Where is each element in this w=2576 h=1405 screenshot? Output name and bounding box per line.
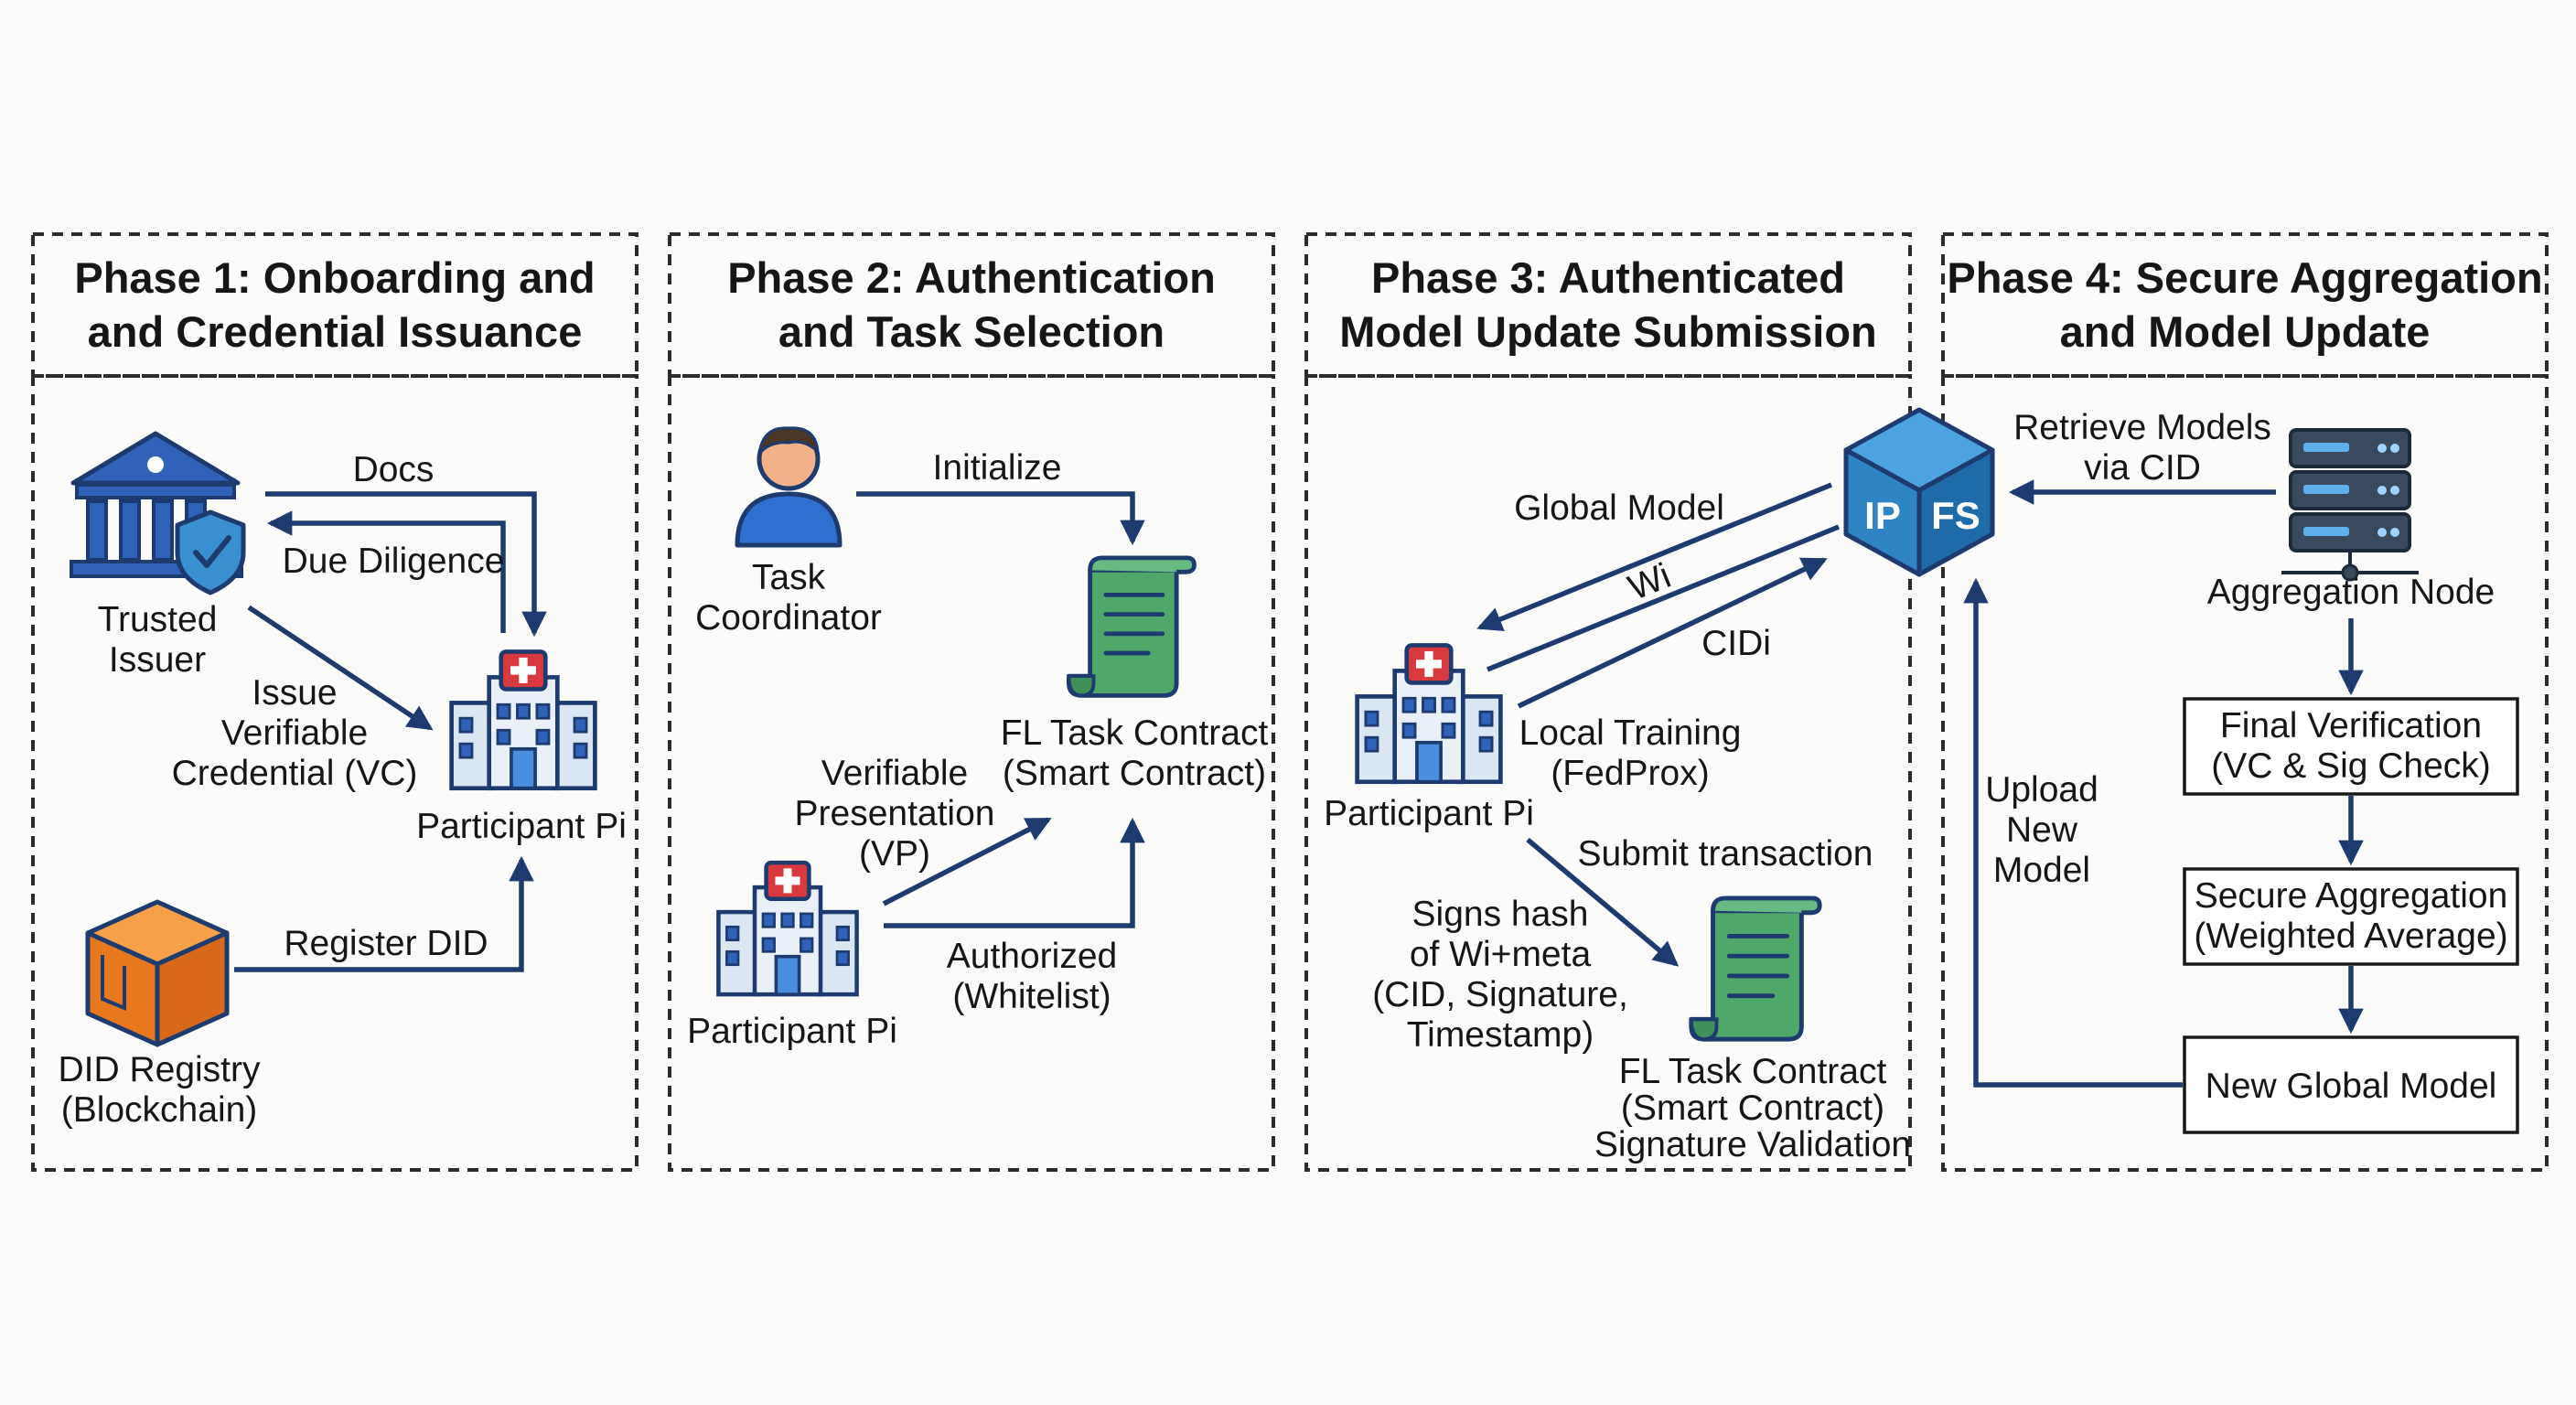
wi-line [1486, 524, 1841, 672]
phase-3-title-line1: Phase 3: Authenticated [1371, 253, 1845, 302]
phase2-contract-label-line2: (Smart Contract) [1003, 754, 1266, 793]
issue-vc-label-line1: Issue [252, 673, 337, 713]
did-registry-label-line1: DID Registry [58, 1050, 261, 1089]
vp-label-line2: Presentation [795, 794, 995, 833]
secure-aggregation-box [2183, 867, 2519, 966]
final-verification-label-line2: (VC & Sig Check) [2211, 746, 2491, 786]
phase-1-title-line1: Phase 1: Onboarding and [74, 253, 595, 302]
global-model-arrow [1476, 482, 1833, 631]
due-diligence-arrow [266, 510, 506, 633]
phase-4-panel: Phase 4: Secure Aggregation and Model Up… [1941, 232, 2549, 1172]
cidi-arrow [1517, 557, 1828, 709]
fl-task-contract-scroll-icon [1068, 558, 1194, 695]
local-training-label-line2: (FedProx) [1551, 754, 1709, 793]
phase-2-panel: Phase 2: Authentication and Task Selecti… [668, 232, 1275, 1172]
phase-1-title-line2: and Credential Issuance [88, 307, 583, 356]
authorized-label-line2: (Whitelist) [952, 977, 1111, 1016]
trusted-issuer-label-line2: Issuer [109, 640, 206, 680]
phase2-contract-label-line1: FL Task Contract [1001, 713, 1269, 753]
final-verification-box [2183, 697, 2519, 796]
vp-label-line3: (VP) [859, 834, 930, 874]
participant-hospital-icon [452, 651, 596, 788]
docs-label: Docs [353, 450, 435, 489]
upload-label-line3: Model [1993, 851, 2090, 890]
phase-4-title-line2: and Model Update [2060, 307, 2431, 356]
due-diligence-label: Due Diligence [283, 542, 505, 581]
phase-2-title-line2: and Task Selection [778, 307, 1165, 356]
vp-label-line1: Verifiable [821, 754, 968, 793]
issue-vc-label-line3: Credential (VC) [172, 754, 418, 793]
phase3-contract-label-line3: Signature Validation [1594, 1125, 1911, 1164]
aggregation-node-server-icon [2281, 428, 2419, 582]
register-did-arrow [234, 855, 534, 972]
task-coordinator-icon [735, 426, 843, 548]
phase2-participant-label: Participant Pi [687, 1012, 897, 1051]
participant-hospital-icon [1358, 645, 1501, 781]
fl-task-contract-scroll-icon [1691, 898, 1819, 1039]
authorized-arrow [884, 817, 1145, 928]
signs-hash-label-line3: (CID, Signature, [1372, 975, 1628, 1014]
signs-hash-label-line2: of Wi+meta [1410, 935, 1592, 974]
secure-aggregation-label-line2: (Weighted Average) [2194, 917, 2507, 956]
phase1-participant-label: Participant Pi [416, 807, 627, 846]
phase-2-title-line1: Phase 2: Authentication [727, 253, 1216, 302]
phase3-participant-label: Participant Pi [1324, 794, 1534, 833]
final-verification-label-line1: Final Verification [2220, 706, 2482, 745]
did-registry-icon [85, 899, 230, 1047]
issue-vc-arrow [247, 605, 434, 731]
vp-arrow [882, 817, 1052, 906]
global-model-label: Global Model [1514, 488, 1724, 528]
trusted-issuer-icon [70, 431, 246, 595]
phase3-contract-label-line1: FL Task Contract [1619, 1052, 1887, 1091]
initialize-label: Initialize [933, 448, 1062, 488]
participant-hospital-icon [718, 863, 856, 994]
phase-4-title-line1: Phase 4: Secure Aggregation [1947, 253, 2542, 302]
submit-transaction-label: Submit transaction [1578, 834, 1873, 874]
retrieve-models-label-line2: via CID [2084, 448, 2201, 488]
cidi-label: CIDi [1701, 624, 1771, 663]
local-training-label-line1: Local Training [1519, 713, 1742, 753]
task-coordinator-label-line1: Task [752, 558, 826, 597]
signs-hash-label-line4: Timestamp) [1407, 1015, 1594, 1055]
ipfs-cube-icon [1843, 407, 1995, 577]
phase-1-panel: Phase 1: Onboarding and and Credential I… [31, 232, 639, 1172]
initialize-arrow [856, 491, 1145, 546]
phase-3-title-line2: Model Update Submission [1339, 307, 1877, 356]
authorized-label-line1: Authorized [947, 937, 1117, 976]
submit-transaction-arrow [1526, 837, 1680, 967]
signs-hash-label-line1: Signs hash [1412, 895, 1589, 934]
upload-label-line2: New [2006, 810, 2078, 850]
upload-new-model-arrow [1963, 577, 2183, 1088]
issue-vc-label-line2: Verifiable [221, 713, 368, 753]
phase-3-panel: Phase 3: Authenticated Model Update Subm… [1304, 232, 1912, 1172]
upload-label-line1: Upload [1985, 770, 2098, 810]
ipfs-text-left: IP [1864, 494, 1901, 537]
retrieve-models-label-line1: Retrieve Models [2013, 408, 2271, 447]
trusted-issuer-label-line1: Trusted [98, 600, 218, 639]
phase3-contract-label-line2: (Smart Contract) [1621, 1089, 1884, 1128]
did-registry-label-line2: (Blockchain) [61, 1090, 258, 1130]
register-did-label: Register DID [284, 924, 488, 963]
new-global-model-label: New Global Model [2206, 1067, 2497, 1106]
secure-aggregation-label-line1: Secure Aggregation [2195, 876, 2508, 916]
aggregation-node-label: Aggregation Node [2207, 573, 2495, 612]
task-coordinator-label-line2: Coordinator [695, 598, 882, 638]
new-global-model-box [2183, 1035, 2519, 1134]
ipfs-text-right: FS [1931, 494, 1980, 537]
docs-arrow [265, 491, 547, 638]
